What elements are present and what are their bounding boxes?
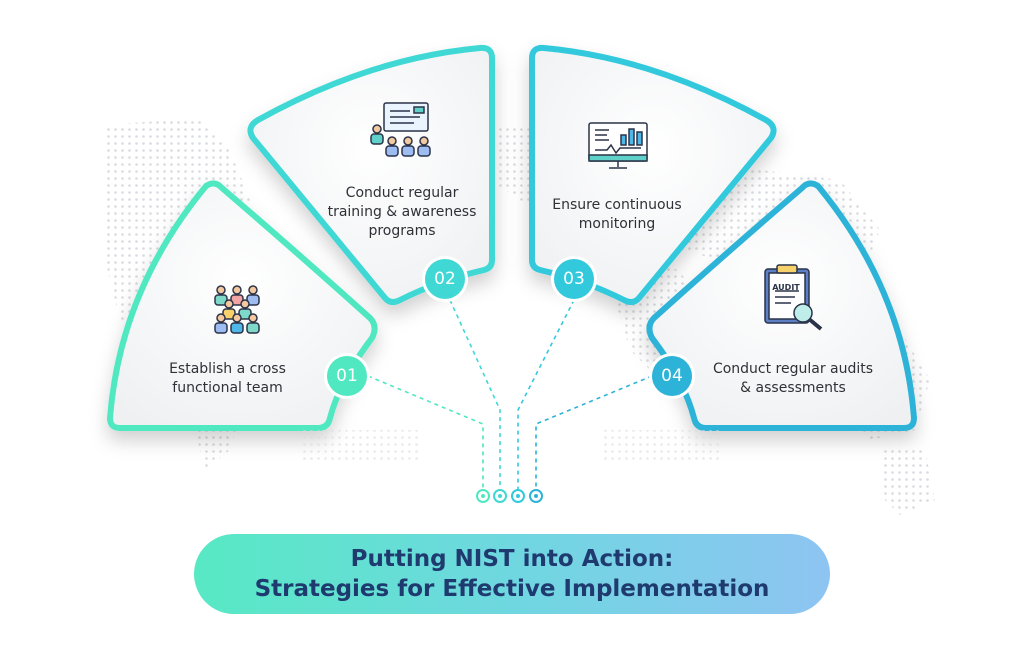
step-number-03: 03 xyxy=(554,259,594,299)
connector-line-04 xyxy=(535,375,653,490)
connector-line-03 xyxy=(517,299,575,490)
connector-endpoints xyxy=(476,489,543,503)
step-03-line2: monitoring xyxy=(578,216,656,232)
step-04-line2: & assessments xyxy=(740,380,846,396)
step-text-02: Conduct regular training & awareness pro… xyxy=(312,184,492,241)
team-group-icon xyxy=(214,285,260,334)
step-card-03 xyxy=(529,44,777,306)
step-03-line1: Ensure continuous xyxy=(552,197,682,213)
step-02-line1: Conduct regular xyxy=(345,185,459,201)
training-presentation-icon xyxy=(370,102,431,157)
title-line1: Putting NIST into Action: xyxy=(350,546,674,572)
step-01-line2: functional team xyxy=(172,380,283,396)
step-number-01: 01 xyxy=(327,356,367,396)
step-text-04: Conduct regular audits & assessments xyxy=(693,360,893,398)
step-02-line2: training & awareness xyxy=(327,204,477,220)
step-text-01: Establish a cross functional team xyxy=(145,360,310,398)
title-banner: Putting NIST into Action: Strategies for… xyxy=(194,534,830,614)
step-number-04: 04 xyxy=(652,356,692,396)
step-text-03: Ensure continuous monitoring xyxy=(532,196,702,234)
step-card-02 xyxy=(247,44,495,306)
monitor-dashboard-icon xyxy=(588,122,648,169)
audit-icon-lettering: AUDIT xyxy=(772,283,800,292)
audit-clipboard-icon xyxy=(764,264,823,331)
step-01-line1: Establish a cross xyxy=(169,361,286,377)
step-02-line3: programs xyxy=(368,223,436,239)
card-shadow-dots xyxy=(300,430,720,460)
connector-line-02 xyxy=(449,299,501,490)
step-number-02: 02 xyxy=(425,259,465,299)
step-04-line1: Conduct regular audits xyxy=(712,361,874,377)
connector-line-01 xyxy=(367,375,484,490)
connector-lines xyxy=(367,299,653,490)
title-line2: Strategies for Effective Implementation xyxy=(254,576,770,602)
